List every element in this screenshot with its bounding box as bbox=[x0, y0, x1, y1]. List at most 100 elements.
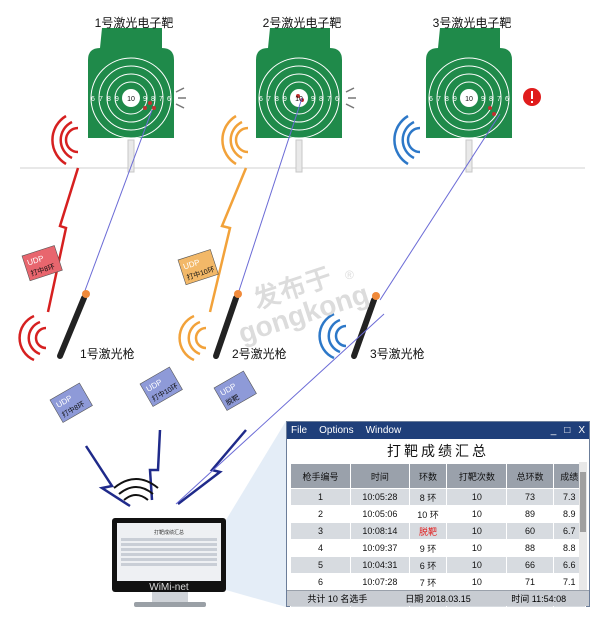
table-cell: 3 bbox=[289, 522, 352, 540]
table-cell: 73 bbox=[506, 488, 554, 506]
gun-3-label: 3号激光枪 bbox=[370, 347, 425, 361]
table-cell: 10:05:06 bbox=[350, 505, 410, 523]
gun-3-signal-icon bbox=[318, 312, 347, 360]
table-cell: 8.9 bbox=[552, 505, 587, 523]
ring-number: 7 bbox=[437, 96, 441, 103]
table-cell: 10 bbox=[446, 505, 508, 523]
table-cell: 6.6 bbox=[552, 556, 587, 574]
maximize-button[interactable]: □ bbox=[564, 425, 571, 436]
table-cell: 脱靶 bbox=[408, 522, 448, 540]
ring-number: 6 bbox=[259, 96, 263, 103]
laser-beam-1 bbox=[79, 109, 153, 305]
minimize-button[interactable]: _ bbox=[550, 425, 557, 436]
ring-number: 7 bbox=[327, 96, 331, 103]
laser-beam-2 bbox=[235, 97, 303, 301]
table-cell: 7 环 bbox=[408, 573, 448, 591]
ring-number: 9 bbox=[115, 96, 119, 103]
target-1 bbox=[88, 28, 174, 173]
table-scrollbar[interactable] bbox=[579, 462, 587, 590]
monitor-brand: WiMi-net bbox=[149, 582, 189, 593]
gun-2-signal-icon bbox=[178, 314, 207, 362]
window-titlebar: File Options Window _ □ X bbox=[287, 422, 589, 439]
target-1-label: 1号激光电子靶 bbox=[94, 16, 174, 30]
table-cell: 10:07:28 bbox=[350, 573, 410, 591]
ring-number: 8 bbox=[445, 96, 449, 103]
table-cell: 10 环 bbox=[408, 505, 448, 523]
monitor-base bbox=[134, 602, 206, 607]
ring-number: 7 bbox=[267, 96, 271, 103]
column-header[interactable]: 打靶次数 bbox=[446, 463, 508, 489]
table-cell: 4 bbox=[289, 539, 352, 557]
monitor-stand bbox=[152, 592, 188, 602]
monitor-screen: 打靶成绩汇总 bbox=[117, 523, 221, 581]
status-total: 共计 10 名选手 bbox=[307, 594, 368, 604]
column-header[interactable]: 时间 bbox=[350, 463, 410, 489]
gun-2-label: 2号激光枪 bbox=[232, 347, 287, 361]
table-cell: 10 bbox=[446, 556, 508, 574]
target-1-signal-icon bbox=[51, 114, 79, 166]
bolt-to-pc-1 bbox=[84, 445, 131, 508]
ring-number: 9 bbox=[283, 96, 287, 103]
ring-number: 8 bbox=[319, 96, 323, 103]
pc-wifi-icon bbox=[113, 478, 159, 501]
menu-window[interactable]: Window bbox=[365, 425, 402, 436]
status-date: 日期 2018.03.15 bbox=[405, 594, 471, 604]
column-header[interactable]: 环数 bbox=[408, 463, 448, 489]
laser-path-to-pc bbox=[175, 313, 385, 505]
ring-number: 6 bbox=[429, 96, 433, 103]
bolt-to-pc-2 bbox=[148, 429, 162, 501]
target-3-signal-icon bbox=[393, 114, 421, 166]
gun-1-signal-icon bbox=[18, 314, 47, 362]
table-cell: 10 bbox=[446, 522, 508, 540]
table-cell: 6 bbox=[289, 573, 352, 591]
laser-gun-3-icon bbox=[351, 292, 380, 359]
bolt-2 bbox=[208, 167, 248, 313]
gun-1-label: 1号激光枪 bbox=[80, 347, 135, 361]
bolt-to-pc-3 bbox=[177, 429, 247, 505]
target-3-label: 3号激光电子靶 bbox=[432, 16, 512, 30]
table-cell: 71 bbox=[506, 573, 554, 591]
column-header[interactable]: 枪手编号 bbox=[289, 463, 352, 489]
ring-number: 9 bbox=[311, 96, 315, 103]
table-cell: 60 bbox=[506, 522, 554, 540]
mini-report-title: 打靶成绩汇总 bbox=[153, 530, 184, 536]
table-cell: 8 环 bbox=[408, 488, 448, 506]
table-cell: 9 环 bbox=[408, 539, 448, 557]
column-header[interactable]: 总环数 bbox=[506, 463, 554, 489]
close-button[interactable]: X bbox=[578, 425, 585, 436]
menu-file[interactable]: File bbox=[291, 425, 308, 436]
target-2-signal-icon bbox=[221, 114, 249, 166]
ring-number: 9 bbox=[481, 96, 485, 103]
status-time: 时间 11:54:08 bbox=[511, 594, 567, 604]
table-cell: 10:09:37 bbox=[350, 539, 410, 557]
table-cell: 10:04:31 bbox=[350, 556, 410, 574]
score-summary-window: File Options Window _ □ X 打靶成绩汇总 枪手编号时间环… bbox=[286, 421, 590, 608]
ring-number: 6 bbox=[167, 96, 171, 103]
laser-gun-2-icon bbox=[213, 290, 242, 359]
ring-number: 8 bbox=[275, 96, 279, 103]
menu-options[interactable]: Options bbox=[319, 425, 354, 436]
hit-spark-icon bbox=[175, 87, 356, 109]
bolt-1 bbox=[46, 167, 80, 313]
ring-number: 7 bbox=[99, 96, 103, 103]
table-cell: 2 bbox=[289, 505, 352, 523]
ring-number: 8 bbox=[151, 96, 155, 103]
ring-number: 9 bbox=[143, 96, 147, 103]
monitor: 打靶成绩汇总 WiMi-net bbox=[112, 518, 226, 593]
table-cell: 1 bbox=[289, 488, 352, 506]
table-cell: 6 环 bbox=[408, 556, 448, 574]
laser-gun-1-icon bbox=[57, 290, 90, 359]
